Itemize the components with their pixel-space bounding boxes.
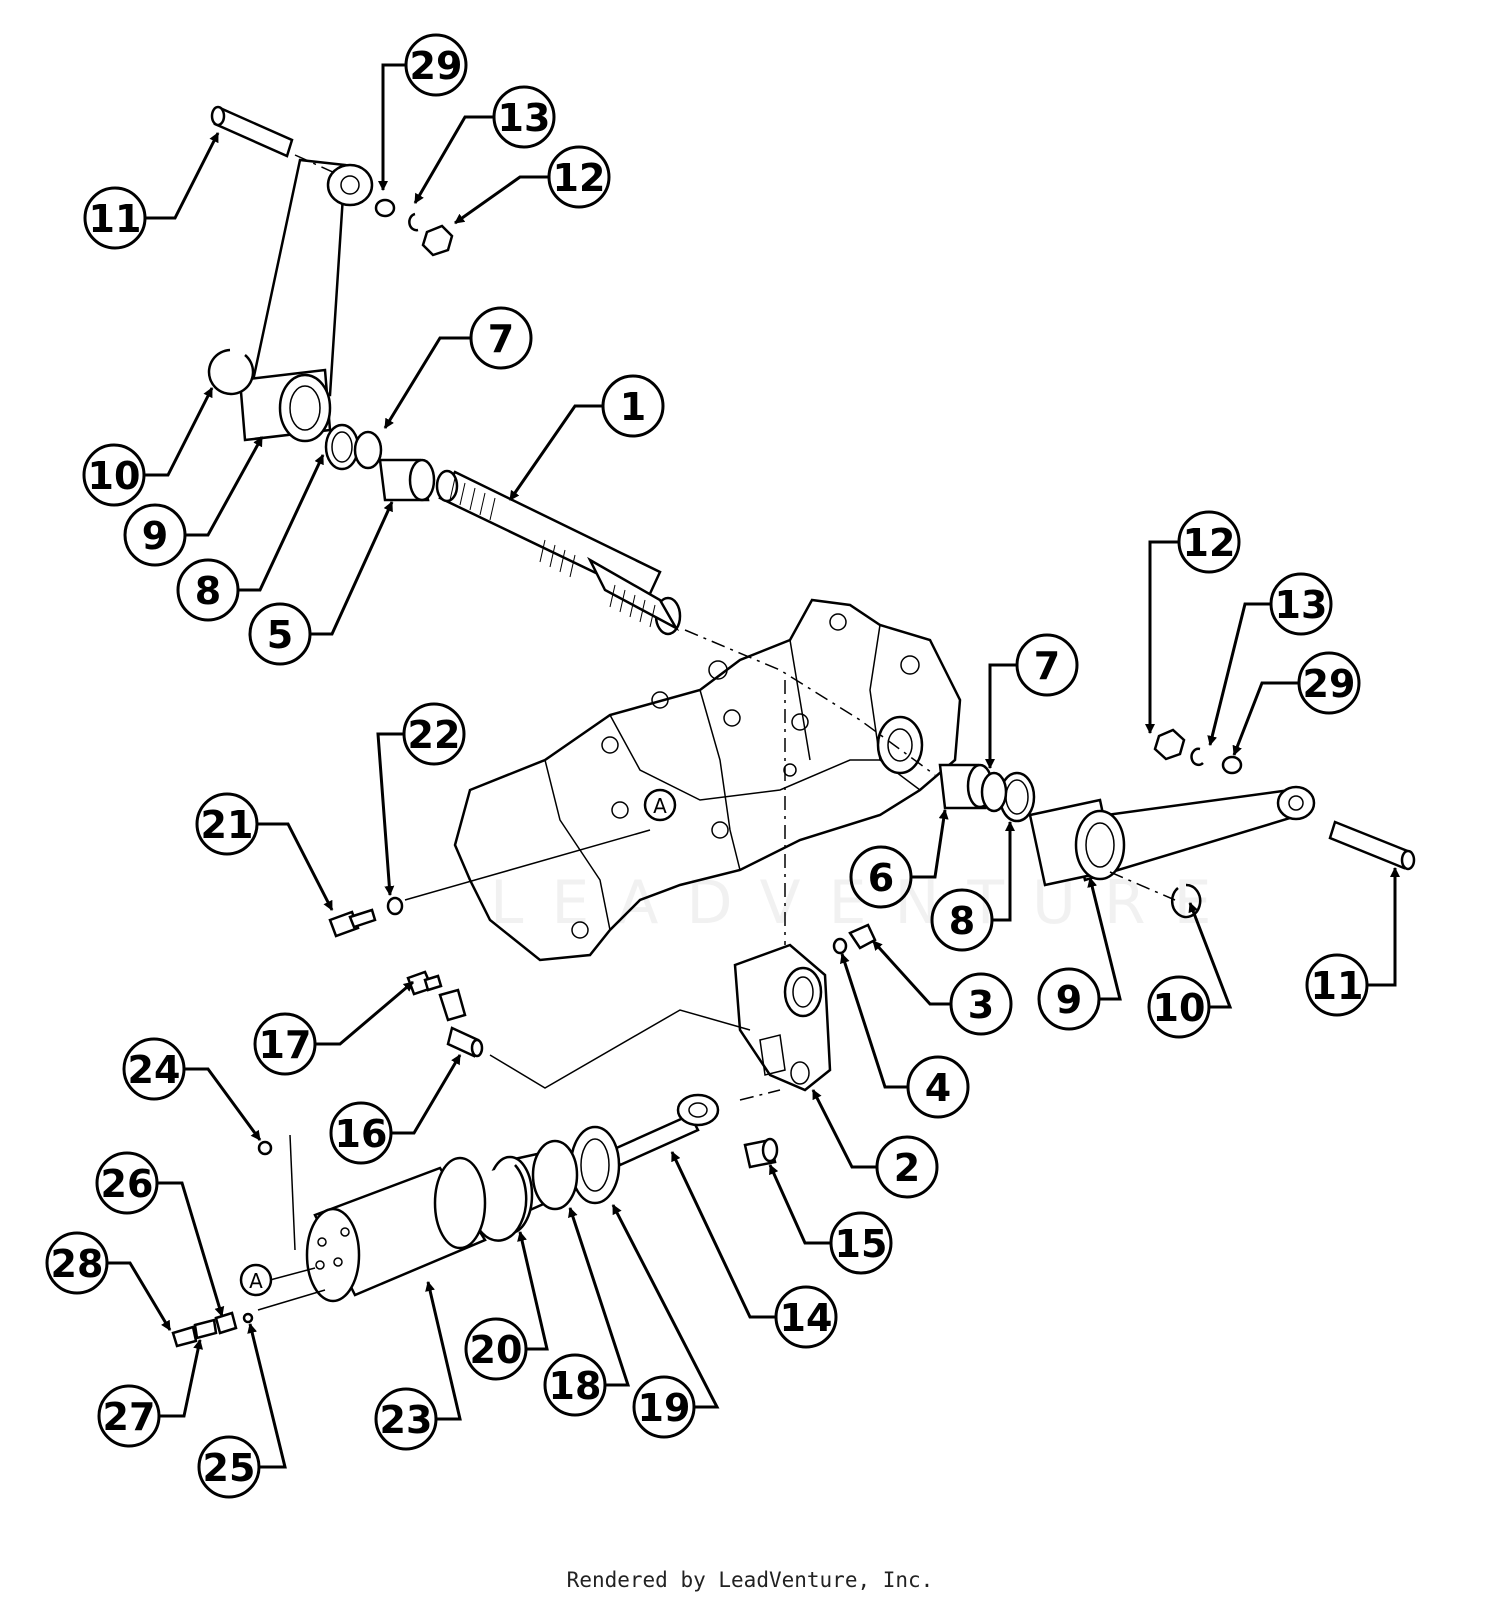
svg-text:10: 10 [1153, 986, 1206, 1030]
callout-26: 26 [95, 1151, 159, 1215]
alignment-lines [257, 154, 1176, 1311]
callout-11-upper: 11 [83, 186, 147, 250]
callout-4: 4 [906, 1055, 970, 1119]
svg-text:9: 9 [142, 514, 168, 558]
callout-24: 24 [122, 1037, 186, 1101]
callout-19: 19 [632, 1375, 696, 1439]
svg-text:17: 17 [259, 1023, 312, 1067]
svg-text:5: 5 [267, 613, 293, 657]
small-hardware [328, 198, 1243, 996]
svg-text:14: 14 [780, 1296, 833, 1340]
crank-pin [438, 988, 484, 1058]
svg-text:12: 12 [1183, 521, 1236, 565]
svg-text:15: 15 [835, 1222, 888, 1266]
svg-text:19: 19 [638, 1386, 691, 1430]
svg-text:27: 27 [103, 1395, 156, 1439]
svg-text:9: 9 [1056, 978, 1082, 1022]
callout-13-lower: 13 [1269, 572, 1333, 636]
svg-text:20: 20 [470, 1328, 523, 1372]
piston-assembly [468, 1125, 621, 1242]
svg-text:24: 24 [128, 1048, 181, 1092]
callout-7-upper: 7 [469, 306, 533, 370]
callout-6: 6 [849, 845, 913, 909]
lift-cylinder [305, 1156, 487, 1303]
svg-text:A: A [653, 794, 667, 818]
leader-lines [108, 63, 1400, 1469]
bushings-and-seals [207, 348, 1202, 919]
reference-marker-a-upper: A [643, 788, 677, 822]
callout-7-lower: 7 [1015, 633, 1079, 697]
lift-shaft [435, 469, 682, 636]
svg-text:11: 11 [1311, 964, 1364, 1008]
callout-12-upper: 12 [547, 145, 611, 209]
svg-text:7: 7 [1034, 644, 1060, 688]
callout-9-upper: 9 [123, 503, 187, 567]
callout-16: 16 [329, 1101, 393, 1165]
svg-text:22: 22 [408, 713, 461, 757]
svg-text:13: 13 [498, 96, 551, 140]
svg-text:4: 4 [925, 1066, 951, 1110]
left-lift-arm [238, 158, 374, 443]
svg-text:A: A [249, 1269, 263, 1293]
callout-17: 17 [253, 1012, 317, 1076]
callout-27: 27 [97, 1384, 161, 1448]
svg-text:29: 29 [1303, 662, 1356, 706]
parts-artwork: A A [171, 105, 1416, 1348]
valve-parts [171, 1140, 273, 1348]
svg-text:8: 8 [195, 569, 221, 613]
svg-text:2: 2 [894, 1146, 920, 1190]
callout-23: 23 [374, 1387, 438, 1451]
callout-8-lower: 8 [930, 888, 994, 952]
callout-29-upper: 29 [404, 33, 468, 97]
callout-28: 28 [45, 1231, 109, 1295]
callout-1: 1 [601, 374, 665, 438]
lift-housing [453, 598, 962, 962]
footer-credit: Rendered by LeadVenture, Inc. [566, 1568, 934, 1592]
callout-5: 5 [248, 602, 312, 666]
svg-text:21: 21 [201, 803, 254, 847]
piston-rod [610, 1093, 779, 1169]
callout-10-upper: 10 [82, 443, 146, 507]
svg-text:10: 10 [88, 454, 141, 498]
svg-text:28: 28 [51, 1242, 104, 1286]
watermark: LEADVENTURE [490, 868, 1240, 938]
callout-21: 21 [195, 792, 259, 856]
callout-8-upper: 8 [176, 558, 240, 622]
lift-crank [733, 943, 832, 1092]
callout-13-upper: 13 [492, 85, 556, 149]
svg-text:23: 23 [380, 1398, 433, 1442]
svg-text:8: 8 [949, 899, 975, 943]
svg-text:18: 18 [549, 1364, 602, 1408]
reference-marker-a-lower: A [239, 1263, 273, 1297]
callout-12-lower: 12 [1177, 510, 1241, 574]
svg-text:25: 25 [203, 1446, 256, 1490]
svg-text:3: 3 [968, 983, 994, 1027]
callout-15: 15 [829, 1211, 893, 1275]
callout-3: 3 [949, 972, 1013, 1036]
right-lift-arm [1028, 785, 1316, 887]
svg-text:12: 12 [553, 156, 606, 200]
svg-text:26: 26 [101, 1162, 154, 1206]
lift-arm-pins [210, 105, 1416, 871]
svg-text:1: 1 [620, 385, 646, 429]
callout-18: 18 [543, 1353, 607, 1417]
svg-text:13: 13 [1275, 583, 1328, 627]
callout-22: 22 [402, 702, 466, 766]
svg-text:11: 11 [89, 197, 142, 241]
callout-25: 25 [197, 1435, 261, 1499]
callout-20: 20 [464, 1317, 528, 1381]
callout-29-lower: 29 [1297, 651, 1361, 715]
callout-2: 2 [875, 1135, 939, 1199]
svg-text:7: 7 [488, 317, 514, 361]
callout-labels: 29 13 12 11 7 1 10 9 8 5 12 13 29 7 22 2… [45, 33, 1369, 1499]
callout-14: 14 [774, 1285, 838, 1349]
callout-9-lower: 9 [1037, 967, 1101, 1031]
callout-11-lower: 11 [1305, 953, 1369, 1017]
svg-text:29: 29 [410, 44, 463, 88]
svg-text:6: 6 [868, 856, 894, 900]
callout-10-lower: 10 [1147, 975, 1211, 1039]
svg-text:16: 16 [335, 1112, 388, 1156]
